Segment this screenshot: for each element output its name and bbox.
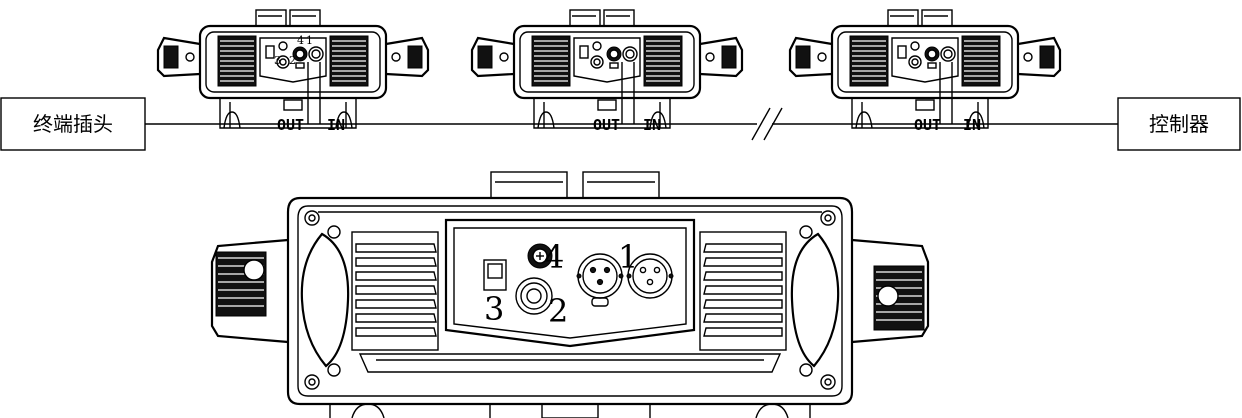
in-label-3: IN [963, 116, 981, 134]
terminator-label: 终端插头 [33, 112, 113, 136]
callout-4: 4 [544, 238, 564, 276]
in-label-2: IN [643, 116, 661, 134]
fixture-unit-2 [470, 8, 744, 130]
out-label-2: OUT [593, 116, 620, 134]
callout-small-1: 1 [306, 34, 313, 47]
terminator-box: 终端插头 [0, 97, 146, 151]
callout-1: 1 [618, 238, 638, 276]
dmx-signal-line [145, 107, 1118, 141]
controller-label: 控制器 [1149, 112, 1209, 136]
callout-small-4: 4 [297, 34, 304, 47]
in-label-1: IN [327, 116, 345, 134]
callout-small-3: 3 [274, 54, 281, 67]
controller-box: 控制器 [1117, 97, 1241, 151]
fixture-unit-1 [156, 8, 430, 130]
callout-2: 2 [548, 292, 568, 330]
enlarged-rear-panel [210, 171, 930, 418]
callout-small-2: 2 [289, 54, 296, 67]
connector-drops [307, 62, 953, 124]
callout-3: 3 [484, 290, 504, 328]
out-label-3: OUT [914, 116, 941, 134]
out-label-1: OUT [277, 116, 304, 134]
fixture-unit-3 [788, 8, 1062, 130]
